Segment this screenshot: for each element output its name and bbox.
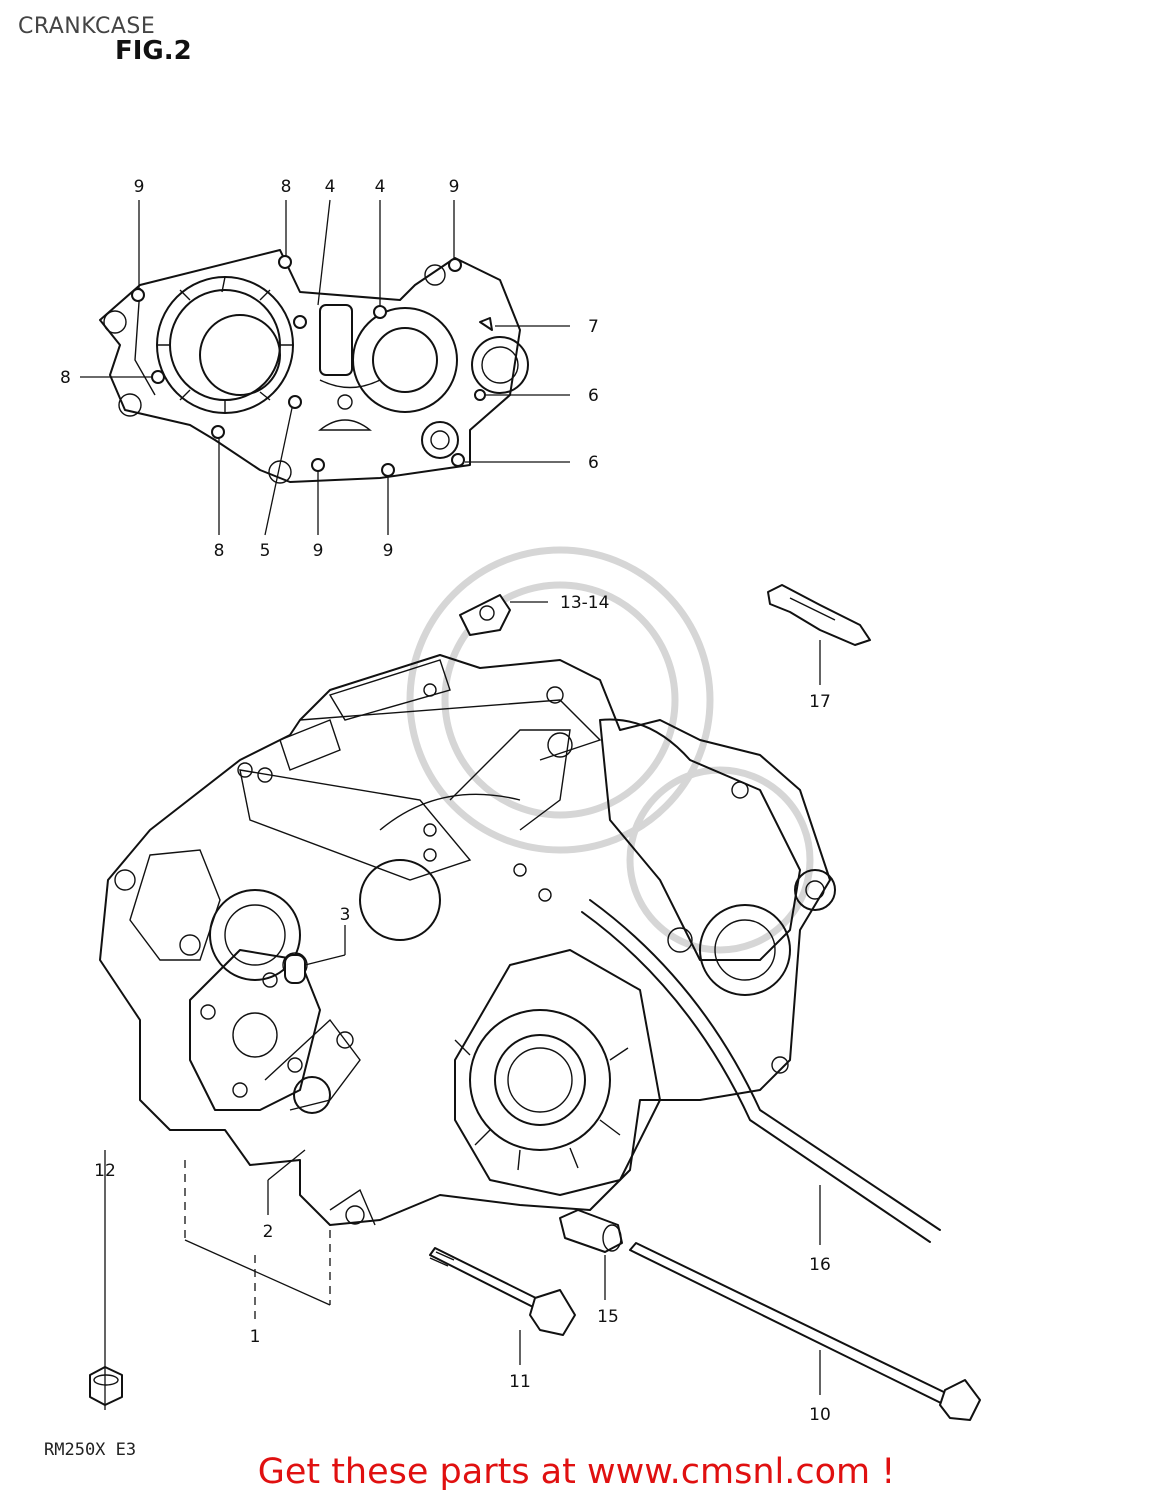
promo-link[interactable]: Get these parts at www.cmsnl.com ! [257,1452,896,1492]
callout-5: 5 [260,541,271,561]
model-code: RM250X E3 [44,1440,137,1460]
part-17-clamp [767,584,871,685]
figure-label: FIG.2 [115,36,192,66]
callout-8: 8 [281,177,292,197]
part-11-bolt [429,1247,576,1365]
callout-12: 12 [94,1161,116,1181]
left-crankcase-cover [99,249,529,484]
crankcase-assembly [99,654,836,1226]
callout-16: 16 [809,1255,831,1275]
callout-4: 4 [375,177,386,197]
callout-2: 2 [263,1222,274,1242]
part-16-hose [581,899,941,1245]
callout-15: 15 [597,1307,619,1327]
callout-9: 9 [383,541,394,561]
part-15-sleeve [559,1209,623,1300]
callout-4: 4 [325,177,336,197]
crankcase-diagram: 9 8 4 4 9 7 6 6 8 8 5 9 9 13-14 17 3 12 … [60,177,981,1425]
part-13-14-plate [459,594,548,636]
callout-8: 8 [214,541,225,561]
callout-3: 3 [340,905,351,925]
callout-13-14: 13-14 [560,593,609,613]
callout-9: 9 [134,177,145,197]
callout-7: 7 [588,317,599,337]
callout-17: 17 [809,692,831,712]
part-10-stud-bolt [629,1242,981,1421]
callout-1: 1 [250,1327,261,1347]
callout-9: 9 [449,177,460,197]
callout-9: 9 [313,541,324,561]
callout-11: 11 [509,1372,531,1392]
callout-8: 8 [60,368,71,388]
body-leaders [184,925,346,1320]
callout-6: 6 [588,386,599,406]
watermark-logo [406,546,814,954]
page-title: CRANKCASE [18,14,156,39]
cover-leaders [80,199,570,536]
callout-labels: 9 8 4 4 9 7 6 6 8 8 5 9 9 13-14 17 3 12 … [60,177,831,1425]
callout-6: 6 [588,453,599,473]
callout-10: 10 [809,1405,831,1425]
part-12-nut [89,1150,123,1410]
